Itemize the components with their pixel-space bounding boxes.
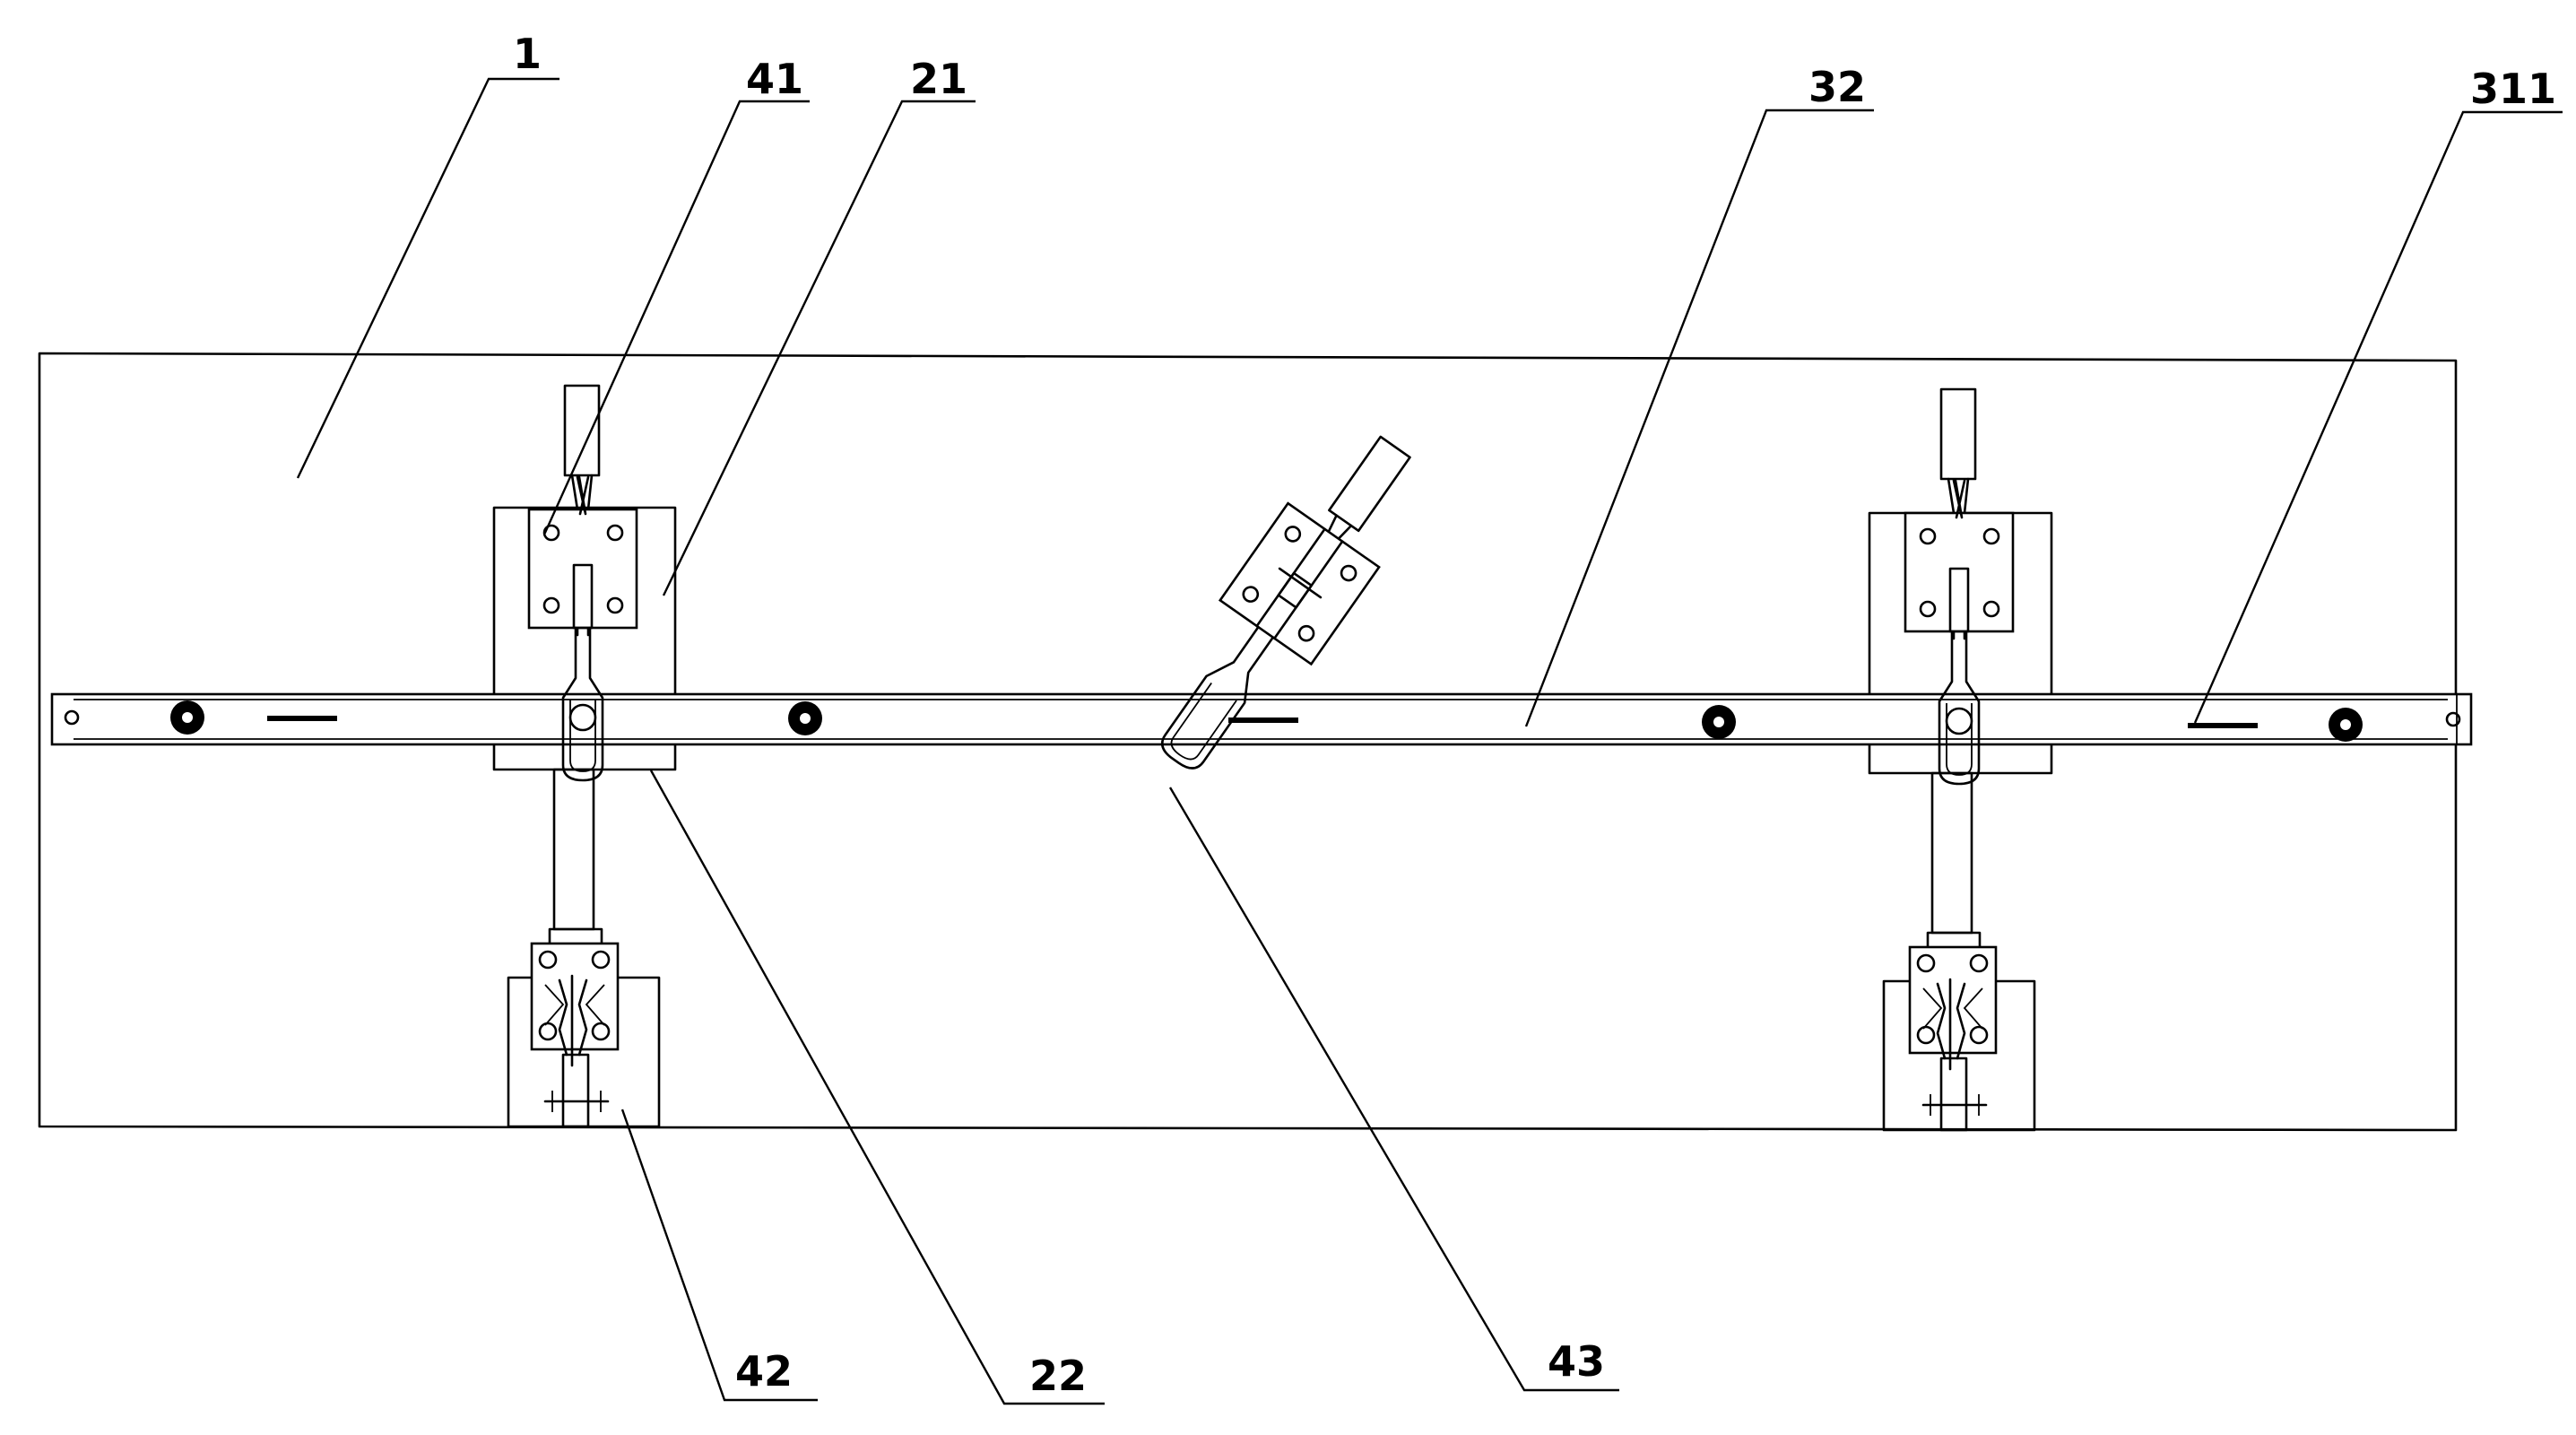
lower-clamp-right: [1908, 771, 1998, 1132]
guide-rail: [50, 692, 2473, 746]
lower-clamp-left: [530, 768, 620, 1128]
label-42: 42: [735, 1347, 793, 1396]
label-21: 21: [910, 55, 967, 103]
label-41: 41: [746, 55, 803, 103]
leader-lines: [296, 77, 2563, 1405]
label-32: 32: [1808, 63, 1866, 111]
label-1: 1: [513, 30, 542, 78]
label-311: 311: [2470, 65, 2556, 113]
base-plate: [38, 352, 2458, 1132]
label-22: 22: [1029, 1352, 1087, 1400]
label-43: 43: [1548, 1337, 1605, 1386]
center-toggle-clamp: [1160, 435, 1411, 770]
